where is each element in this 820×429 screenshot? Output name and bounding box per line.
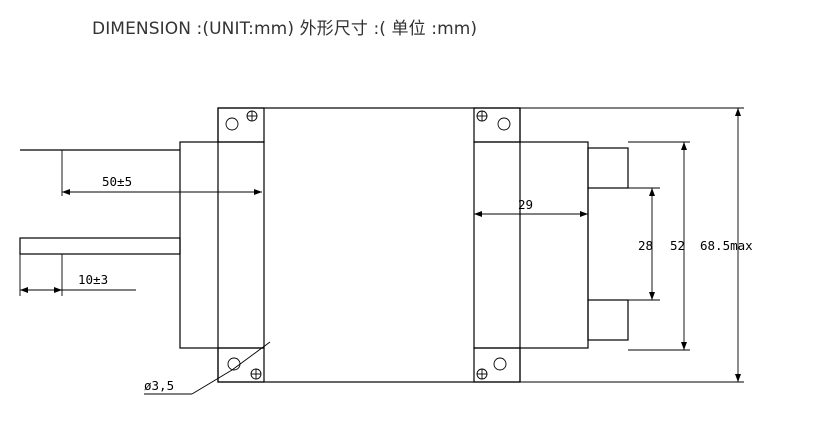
left-top-ear <box>217 107 265 143</box>
transformer-body <box>217 107 521 383</box>
right-winding-block <box>473 141 589 349</box>
dim-hole-diameter: ø3,5 <box>144 378 174 393</box>
lead-wire-strip <box>19 237 181 255</box>
dim-lead-length: 50±5 <box>102 174 132 189</box>
terminal-top <box>587 147 629 189</box>
right-bottom-ear <box>473 347 521 383</box>
screw-head-icon <box>246 110 488 380</box>
dim-overall-height: 68.5max <box>700 238 753 253</box>
terminal-bottom <box>587 299 629 341</box>
left-winding-block <box>179 141 265 349</box>
dim-lead-strip: 10±3 <box>78 272 108 287</box>
mounting-hole-icon <box>225 117 511 371</box>
dim-inner-depth: 29 <box>518 197 533 212</box>
left-bottom-ear <box>217 347 265 383</box>
dim-inner-height: 28 <box>638 238 653 253</box>
right-top-ear <box>473 107 521 143</box>
drawing-title: DIMENSION :(UNIT:mm) 外形尺寸 :( 单位 :mm) <box>92 19 478 39</box>
dim-mid-height: 52 <box>670 238 685 253</box>
